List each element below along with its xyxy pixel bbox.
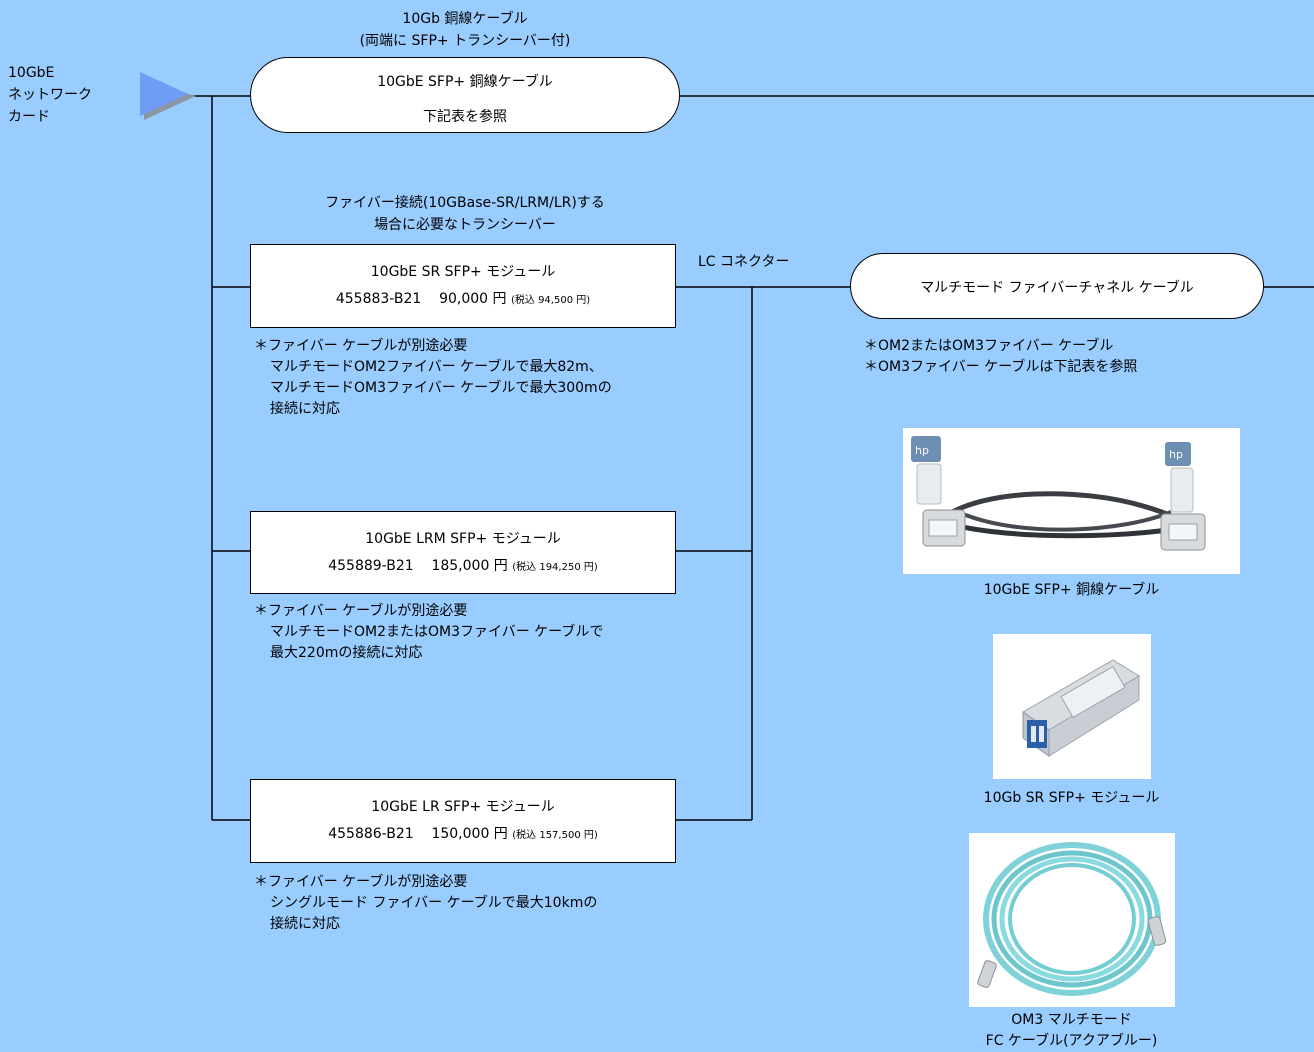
module-price-line: 455886-B21 150,000 円 (税込 157,500 円) [251, 823, 675, 843]
lr-module-box: 10GbE LR SFP+ モジュール 455886-B21 150,000 円… [250, 779, 676, 863]
fiber-cable-name: マルチモード ファイバーチャネル ケーブル [920, 280, 1194, 296]
note-line: マルチモードOM2またはOM3ファイバー ケーブルで [270, 624, 604, 640]
svg-text:hp: hp [1169, 448, 1183, 461]
sr-module-box: 10GbE SR SFP+ モジュール 455883-B21 90,000 円 … [250, 244, 676, 328]
note-line: ＊OM3ファイバー ケーブルは下記表を参照 [864, 359, 1138, 375]
module-name: 10GbE LR SFP+ モジュール [371, 799, 555, 815]
fiber-cable-notes: ＊OM2またはOM3ファイバー ケーブル ＊OM3ファイバー ケーブルは下記表を… [864, 336, 1137, 378]
module-tax-price: (税込 94,500 円) [510, 295, 591, 306]
note-line: ＊ファイバー ケーブルが別途必要 [254, 603, 468, 619]
copper-cable-box: 10GbE SFP+ 銅線ケーブル 下記表を参照 [250, 57, 680, 133]
lc-connector-label: LC コネクター [698, 254, 790, 270]
copper-header: 10Gb 銅線ケーブル (両端に SFP+ トランシーバー付) [250, 8, 680, 52]
note-line: マルチモードOM2ファイバー ケーブルで最大82m、 [270, 359, 603, 375]
copper-header-line: 10Gb 銅線ケーブル [402, 11, 528, 27]
sfp-module-caption: 10Gb SR SFP+ モジュール [983, 790, 1160, 806]
copper-cable-photo: hp hp [903, 428, 1240, 574]
nic-arrow-icon [140, 72, 188, 116]
note-line: ＊OM2またはOM3ファイバー ケーブル [864, 338, 1114, 354]
copper-cable-photo-icon: hp hp [911, 436, 1206, 551]
copper-header-line: (両端に SFP+ トランシーバー付) [359, 33, 571, 49]
fiber-cable-photo-icon [977, 842, 1167, 996]
lrm-module-notes: ＊ファイバー ケーブルが別途必要 マルチモードOM2またはOM3ファイバー ケー… [254, 601, 603, 664]
note-line: 接続に対応 [270, 916, 340, 932]
nic-label-line: 10GbE [8, 65, 55, 81]
module-tax-price: (税込 157,500 円) [512, 830, 598, 841]
module-name: 10GbE SR SFP+ モジュール [370, 264, 556, 280]
module-price: 185,000 円 [431, 558, 508, 574]
copper-cable-caption: 10GbE SFP+ 銅線ケーブル [983, 582, 1160, 598]
sfp-module-photo-icon [1022, 659, 1140, 757]
nic-label-line: カード [8, 109, 50, 125]
fiber-cable-caption-line: OM3 マルチモード [1011, 1012, 1132, 1028]
lrm-module-box: 10GbE LRM SFP+ モジュール 455889-B21 185,000 … [250, 511, 676, 594]
svg-text:hp: hp [915, 444, 929, 457]
module-price-line: 455889-B21 185,000 円 (税込 194,250 円) [251, 555, 675, 575]
nic-label: 10GbE ネットワーク カード [8, 62, 92, 128]
fiber-header-line: 場合に必要なトランシーバー [374, 217, 556, 233]
sr-module-notes: ＊ファイバー ケーブルが別途必要 マルチモードOM2ファイバー ケーブルで最大8… [254, 336, 612, 420]
module-tax-price: (税込 194,250 円) [512, 562, 598, 573]
lr-module-notes: ＊ファイバー ケーブルが別途必要 シングルモード ファイバー ケーブルで最大10… [254, 872, 597, 935]
note-line: 接続に対応 [270, 401, 340, 417]
module-part-number: 455889-B21 [328, 558, 414, 574]
fiber-cable-caption-line: FC ケーブル(アクアブルー) [985, 1033, 1158, 1049]
fiber-header-line: ファイバー接続(10GBase-SR/LRM/LR)する [325, 195, 605, 211]
module-part-number: 455883-B21 [335, 291, 422, 307]
module-price: 150,000 円 [431, 826, 508, 842]
sfp-module-photo [993, 634, 1151, 779]
copper-cable-note: 下記表を参照 [423, 109, 507, 125]
note-line: ＊ファイバー ケーブルが別途必要 [254, 874, 468, 890]
fiber-cable-box: マルチモード ファイバーチャネル ケーブル [850, 253, 1264, 319]
fiber-cable-photo [969, 833, 1175, 1007]
nic-label-line: ネットワーク [8, 87, 92, 103]
module-price-line: 455883-B21 90,000 円 (税込 94,500 円) [251, 288, 675, 308]
module-name: 10GbE LRM SFP+ モジュール [365, 531, 561, 547]
module-part-number: 455886-B21 [328, 826, 414, 842]
note-line: シングルモード ファイバー ケーブルで最大10kmの [270, 895, 598, 911]
note-line: マルチモードOM3ファイバー ケーブルで最大300mの [270, 380, 612, 396]
fiber-header: ファイバー接続(10GBase-SR/LRM/LR)する 場合に必要なトランシー… [250, 192, 680, 236]
note-line: 最大220mの接続に対応 [270, 645, 423, 661]
module-price: 90,000 円 [439, 291, 507, 307]
note-line: ＊ファイバー ケーブルが別途必要 [254, 338, 468, 354]
copper-cable-name: 10GbE SFP+ 銅線ケーブル [377, 74, 553, 90]
fiber-cable-caption: OM3 マルチモード FC ケーブル(アクアブルー) [903, 1010, 1240, 1052]
